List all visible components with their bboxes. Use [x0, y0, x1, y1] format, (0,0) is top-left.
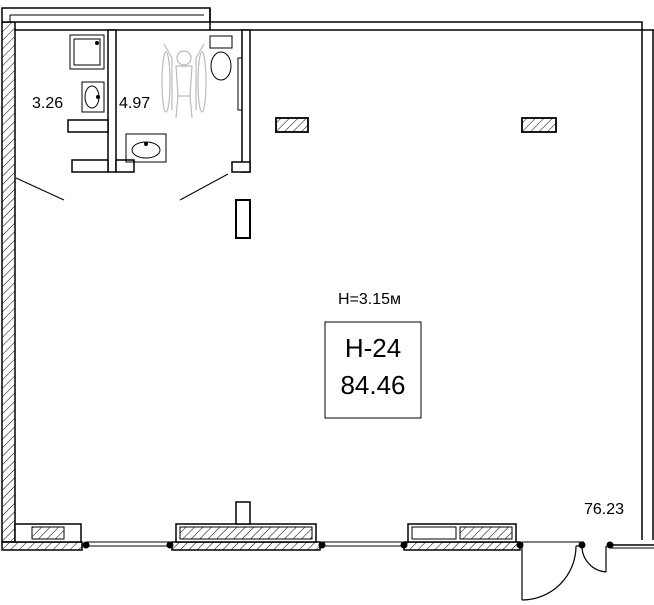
outer-walls	[1, 7, 654, 551]
bottom-wall	[1, 541, 83, 551]
entry-door	[521, 545, 607, 601]
wet-room-doors	[15, 173, 229, 201]
column	[235, 199, 251, 239]
window-joints	[82, 541, 614, 549]
column	[521, 117, 557, 133]
bottom-piers	[14, 501, 517, 543]
shower-tray	[69, 34, 105, 70]
top-wall-main	[209, 8, 643, 540]
unit-label-box	[324, 321, 422, 419]
unit-id-label: Н-24	[345, 333, 401, 363]
wet-room-partitions	[67, 29, 251, 173]
wheelchair-icon	[161, 43, 207, 119]
bathroom-fixtures	[69, 34, 105, 113]
main-hall-area-label: 76.23	[584, 501, 624, 518]
left-wall	[1, 21, 16, 543]
toilet-tank	[209, 35, 233, 49]
ceiling-height-label: H=3.15м	[338, 291, 401, 308]
wc-fixtures	[125, 35, 243, 163]
bathroom-area-label: 3.26	[32, 95, 63, 112]
wc-washbasin	[125, 133, 167, 163]
column	[275, 117, 309, 133]
toilet-bowl	[210, 51, 232, 81]
columns	[235, 117, 557, 239]
unit-area-label: 84.46	[340, 370, 405, 400]
wc-area-label: 4.97	[119, 95, 150, 112]
washbasin	[81, 81, 105, 113]
